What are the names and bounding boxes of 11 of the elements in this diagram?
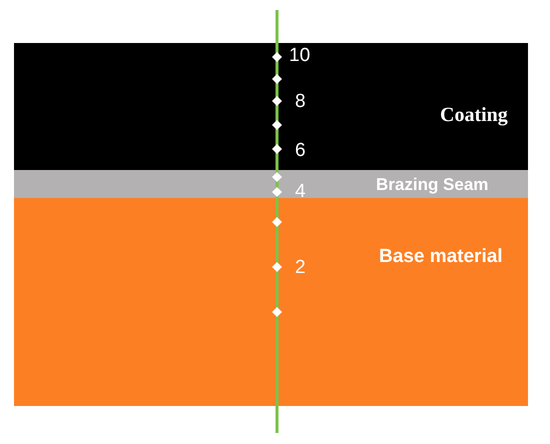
base-material-layer <box>14 198 528 406</box>
coating-layer <box>14 43 528 170</box>
point-number: 10 <box>289 46 310 65</box>
point-number: 8 <box>295 92 306 111</box>
point-number: 6 <box>295 141 306 160</box>
layer-label: Brazing Seam <box>376 175 488 195</box>
layer-label: Coating <box>440 104 508 127</box>
brazing-seam-layer <box>14 170 528 198</box>
point-number: 2 <box>295 258 306 277</box>
point-number: 4 <box>295 182 306 201</box>
layer-label: Base material <box>379 246 503 268</box>
